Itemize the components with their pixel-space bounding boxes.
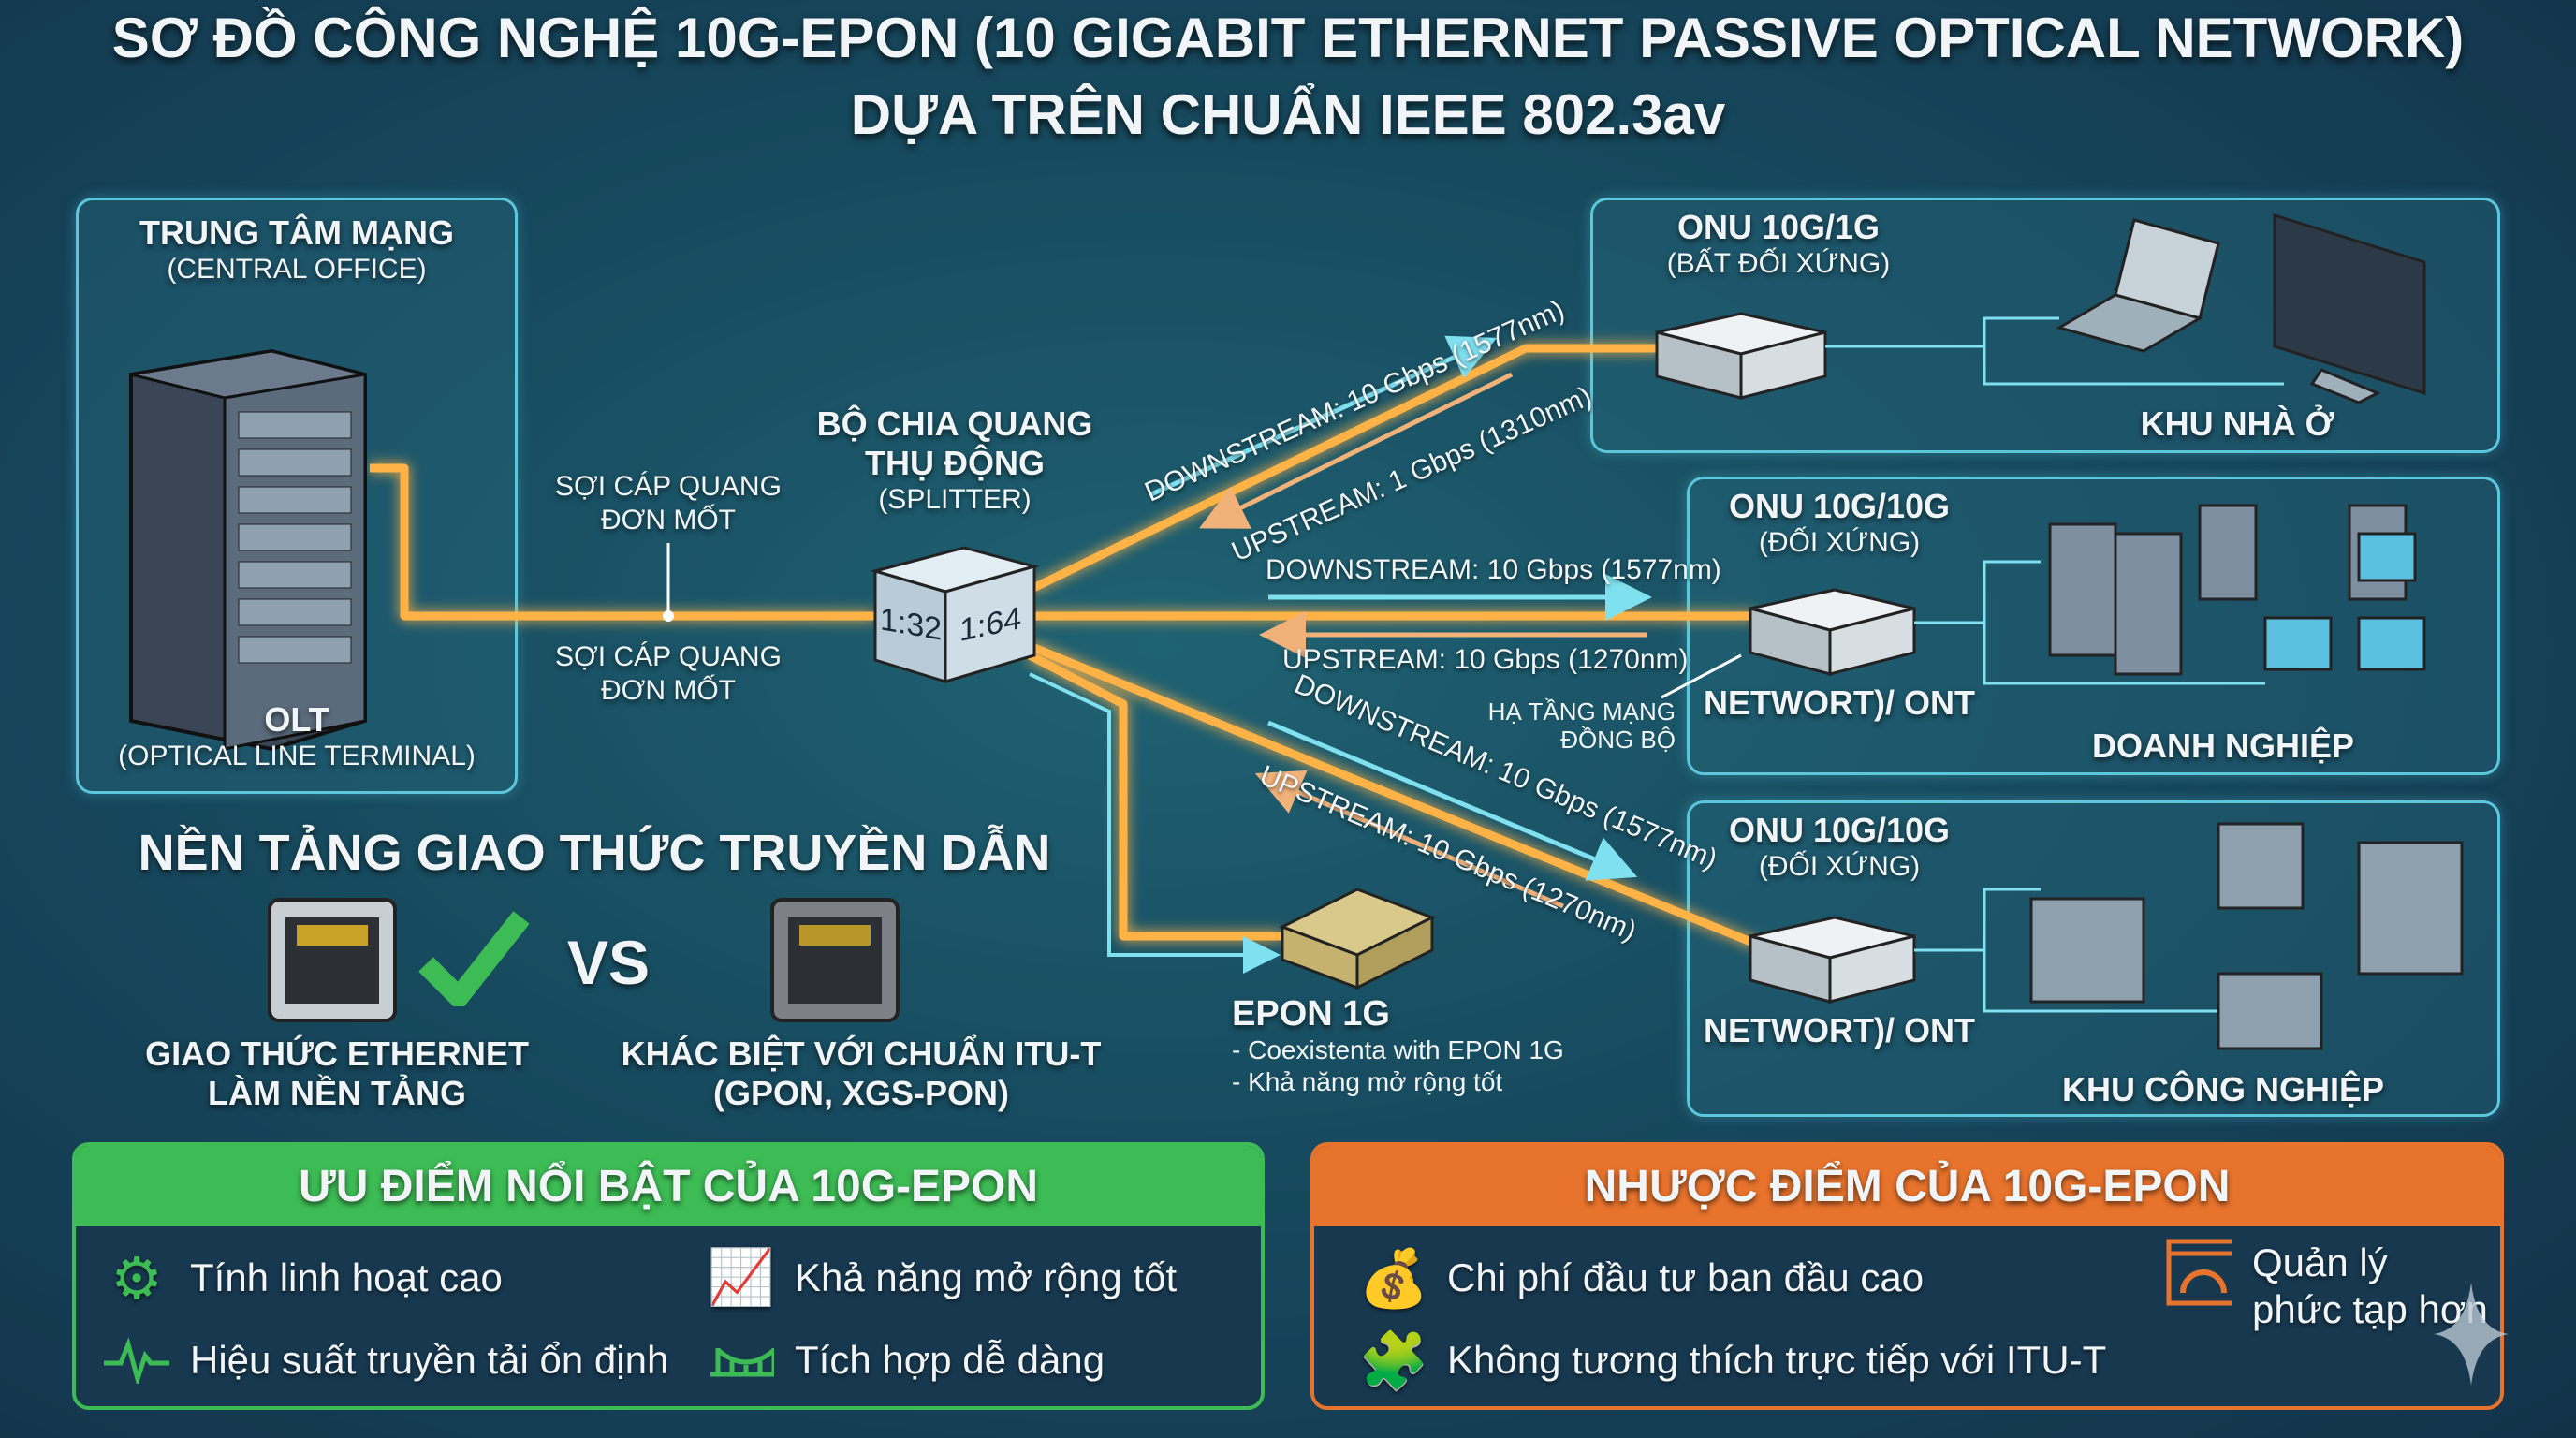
central-office-label: TRUNG TÂM MẠNG (CENTRAL OFFICE) [76, 213, 518, 286]
industrial-machines-icon [2029, 822, 2464, 1050]
onu-residential-icon [1655, 312, 1827, 400]
pros-item: 📈 Khả năng mở rộng tốt [707, 1245, 1178, 1311]
fiber-label-top-line2: ĐƠN MỐT [600, 505, 737, 536]
splitter-line2: THỤ ĐỘNG [865, 444, 1045, 482]
onu-business-icon [1749, 588, 1916, 676]
cons-item-label: Không tương thích trực tiếp với ITU-T [1447, 1338, 2107, 1382]
title-line-2: DỰA TRÊN CHUẨN IEEE 802.3av [850, 83, 1726, 146]
residential-onu-name: ONU 10G/1G [1676, 208, 1881, 246]
growth-chart-icon: 📈 [707, 1247, 776, 1308]
business-onu-type: (ĐỐI XỨNG) [1758, 527, 1921, 558]
business-onu-label: ONU 10G/10G(ĐỐI XỨNG) [1685, 487, 1994, 560]
fiber-olt-splitter [370, 463, 875, 621]
cons-item-label-line2: phức tạp hơn [2252, 1287, 2488, 1331]
epon1g-label: EPON 1G - Coexistenta with EPON 1G - Khả… [1232, 994, 1564, 1098]
industrial-onu-type: (ĐỐI XỨNG) [1758, 851, 1921, 882]
olt-full-name: (OPTICAL LINE TERMINAL) [118, 741, 476, 771]
fiber-epon1g [1027, 652, 1282, 941]
cons-item: 💰 Chi phí đầu tư ban đầu cao [1358, 1245, 1925, 1311]
pros-item-label: Khả năng mở rộng tốt [795, 1255, 1178, 1299]
business-area-label: DOANH NGHIỆP [2091, 726, 2355, 765]
pros-item: ⚙ Tính linh hoạt cao [104, 1245, 503, 1312]
fiber-label-top-line1: SỢI CÁP QUANG [555, 471, 782, 502]
industrial-device-label: NETWORT)/ ONT [1704, 1011, 1975, 1049]
cons-item-label: Chi phí đầu tư ban đầu cao [1447, 1255, 1925, 1299]
sync-infra-line1: HẠ TẦNG MẠNG [1487, 697, 1676, 726]
checkmark-icon [418, 911, 529, 1006]
ethernet-port-icon [268, 898, 397, 1022]
cons-title: NHƯỢC ĐIỂM CỦA 10G-EPON [1314, 1146, 2500, 1226]
cons-item: 🧩 Không tương thích trực tiếp với ITU-T [1358, 1328, 2107, 1393]
pulse-icon [104, 1328, 169, 1393]
business-downstream-label: DOWNSTREAM: 10 Gbps (1577nm) [1266, 554, 1721, 585]
itu-port-icon [770, 898, 900, 1022]
olt-name: OLT [264, 700, 329, 739]
splitter-line3: (SPLITTER) [878, 484, 1032, 515]
epon1g-note1: - Coexistenta with EPON 1G [1232, 1035, 1564, 1064]
epon1g-device-icon [1279, 888, 1436, 990]
pros-panel: ƯU ĐIỂM NỔI BẬT CỦA 10G-EPON ⚙ Tính linh … [72, 1142, 1265, 1410]
fiber-industrial [1028, 641, 1762, 950]
title-line-1: SƠ ĐỒ CÔNG NGHỆ 10G-EPON (10 GIGABIT ETH… [111, 7, 2465, 69]
olt-label: OLT (OPTICAL LINE TERMINAL) [76, 700, 518, 773]
pros-item-label: Tích hợp dễ dàng [795, 1338, 1105, 1382]
bridge-icon [709, 1328, 774, 1393]
protocol-title: NỀN TẢNG GIAO THỨC TRUYỀN DẪN [138, 825, 1051, 881]
business-pcs-icon [2263, 532, 2426, 671]
business-upstream-label: UPSTREAM: 10 Gbps (1270nm) [1282, 644, 1689, 675]
business-device-label: NETWORT)/ ONT [1704, 683, 1975, 722]
central-office-title: TRUNG TÂM MẠNG [139, 213, 454, 252]
splitter-cube-icon [870, 546, 1040, 684]
central-office-subtitle: (CENTRAL OFFICE) [167, 254, 427, 285]
protocol-left-line1: GIAO THỨC ETHERNET [145, 1034, 529, 1073]
protocol-left-line2: LÀM NỀN TẢNG [208, 1074, 466, 1112]
olt-server-rack-icon [129, 348, 367, 752]
protocol-right-label: KHÁC BIỆT VỚI CHUẨN ITU-T(GPON, XGS-PON) [618, 1034, 1105, 1113]
fiber-label-bottom-line1: SỢI CÁP QUANG [555, 641, 782, 672]
epon1g-title: EPON 1G [1232, 994, 1390, 1034]
pros-item: Hiệu suất truyền tải ổn định [104, 1328, 668, 1393]
fiber-residential [1028, 344, 1661, 594]
business-servers-icon [2048, 504, 2408, 676]
industrial-onu-label: ONU 10G/10G(ĐỐI XỨNG) [1685, 811, 1994, 884]
splitter-line1: BỘ CHIA QUANG [816, 404, 1093, 443]
industrial-area-label: KHU CÔNG NGHIỆP [2061, 1070, 2385, 1108]
laptop-icon [2056, 218, 2220, 353]
business-onu-name: ONU 10G/10G [1728, 487, 1951, 525]
money-bag-icon: 💰 [1358, 1246, 1429, 1310]
protocol-right-line1: KHÁC BIỆT VỚI CHUẨN ITU-T [621, 1034, 1102, 1073]
cons-item-label-line1: Quản lý [2252, 1240, 2388, 1284]
dashboard-gauge-icon [2166, 1239, 2232, 1306]
pros-item-label: Hiệu suất truyền tải ổn định [190, 1338, 669, 1382]
diagram-title: SƠ ĐỒ CÔNG NGHỆ 10G-EPON (10 GIGABIT ETH… [0, 0, 2576, 154]
residential-area-label: KHU NHÀ Ở [2140, 404, 2334, 443]
protocol-right-line2: (GPON, XGS-PON) [712, 1074, 1010, 1112]
residential-onu-type: (BẤT ĐỐI XỨNG) [1666, 248, 1891, 279]
sparkle-icon [2434, 1283, 2509, 1386]
puzzle-icon: 🧩 [1358, 1328, 1429, 1392]
pros-item: Tích hợp dễ dàng [709, 1328, 1105, 1393]
epon1g-note2: - Khả năng mở rộng tốt [1232, 1067, 1503, 1096]
sync-infra-line2: ĐỒNG BỘ [1560, 726, 1676, 754]
pros-item-label: Tính linh hoạt cao [190, 1255, 503, 1299]
industrial-onu-name: ONU 10G/10G [1728, 811, 1951, 849]
cons-panel: NHƯỢC ĐIỂM CỦA 10G-EPON 💰 Chi phí đầu tư … [1310, 1142, 2504, 1410]
vs-label: VS [567, 928, 651, 997]
splitter-label: BỘ CHIA QUANG THỤ ĐỘNG (SPLITTER) [786, 404, 1123, 517]
flexibility-gears-icon: ⚙ [110, 1246, 163, 1312]
monitor-icon [2273, 213, 2426, 404]
pros-title: ƯU ĐIỂM NỔI BẬT CỦA 10G-EPON [76, 1146, 1261, 1226]
onu-industrial-icon [1749, 916, 1916, 1004]
residential-onu-label: ONU 10G/1G(BẤT ĐỐI XỨNG) [1601, 208, 1956, 281]
fiber-label-bottom-line2: ĐƠN MỐT [600, 675, 737, 706]
